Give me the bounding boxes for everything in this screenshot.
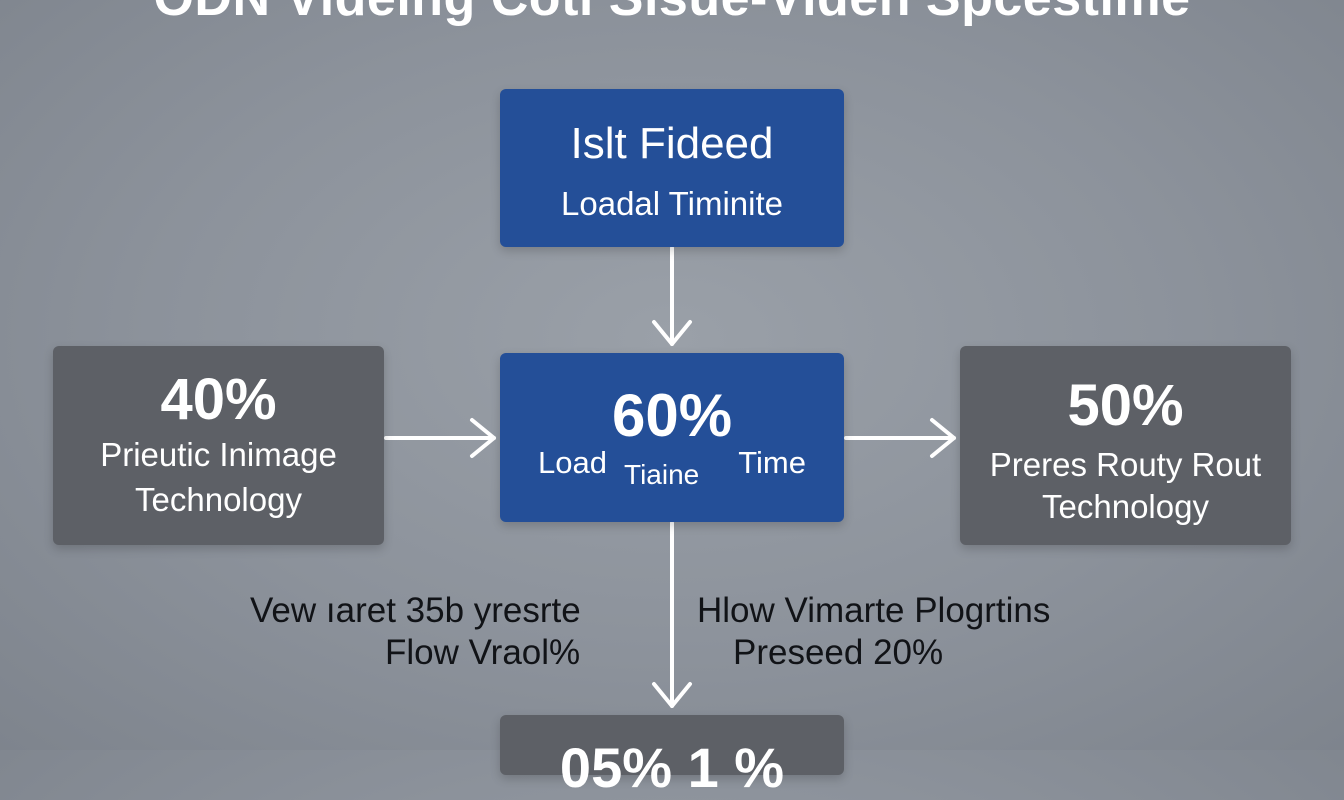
center-node-value: 60% <box>611 382 733 449</box>
top-node-title: Islt Fideed <box>570 119 774 168</box>
left-annotation-line2: Flow Vraol% <box>385 633 581 672</box>
diagram-title: ODN Videing Coti Sisue-Viden Spcestime <box>0 0 1344 28</box>
right-annotation-line2: Preseed 20% <box>733 633 944 672</box>
right-node-label-line1: Preres Routy Rout <box>989 446 1262 483</box>
bottom-node-value: 05% 1 % <box>559 736 785 799</box>
left-node-label-line2: Technology <box>135 481 302 518</box>
center-node-word2: Tiaine <box>624 459 700 490</box>
right-annotation: Hlow Vimarte Plogrtins Preseed 20% <box>697 590 1137 674</box>
right-node: 50% Preres Routy Rout Technology <box>960 346 1291 545</box>
left-annotation-line1: Vew ıaret 35b yresrte <box>250 591 581 630</box>
left-node-label-line1: Prieutic Inimage <box>100 436 337 473</box>
left-annotation: Vew ıaret 35b yresrte Flow Vraol% <box>250 590 650 674</box>
right-node-value: 50% <box>1067 373 1184 438</box>
center-node: 60% Load Tiaine Time <box>500 353 844 522</box>
arrow-center-to-bottom <box>652 521 692 708</box>
left-node-value: 40% <box>160 367 277 432</box>
arrow-center-to-right <box>844 418 956 458</box>
right-node-label: Preres Routy Rout Technology <box>960 444 1291 528</box>
top-node: Islt Fideed Loadal Timinite <box>500 89 844 247</box>
right-annotation-line1: Hlow Vimarte Plogrtins <box>697 591 1051 630</box>
arrow-left-to-center <box>384 418 496 458</box>
left-node-label: Prieutic Inimage Technology <box>53 432 384 522</box>
top-node-subtitle: Loadal Timinite <box>561 185 783 222</box>
center-node-word3: Time <box>738 445 806 480</box>
bottom-node: 05% 1 % <box>500 715 844 799</box>
left-node: 40% Prieutic Inimage Technology <box>53 346 384 545</box>
center-node-word1: Load <box>538 445 607 480</box>
connector-arrows <box>0 0 1344 750</box>
arrow-top-to-center <box>652 246 692 346</box>
right-node-label-line2: Technology <box>1042 488 1209 525</box>
